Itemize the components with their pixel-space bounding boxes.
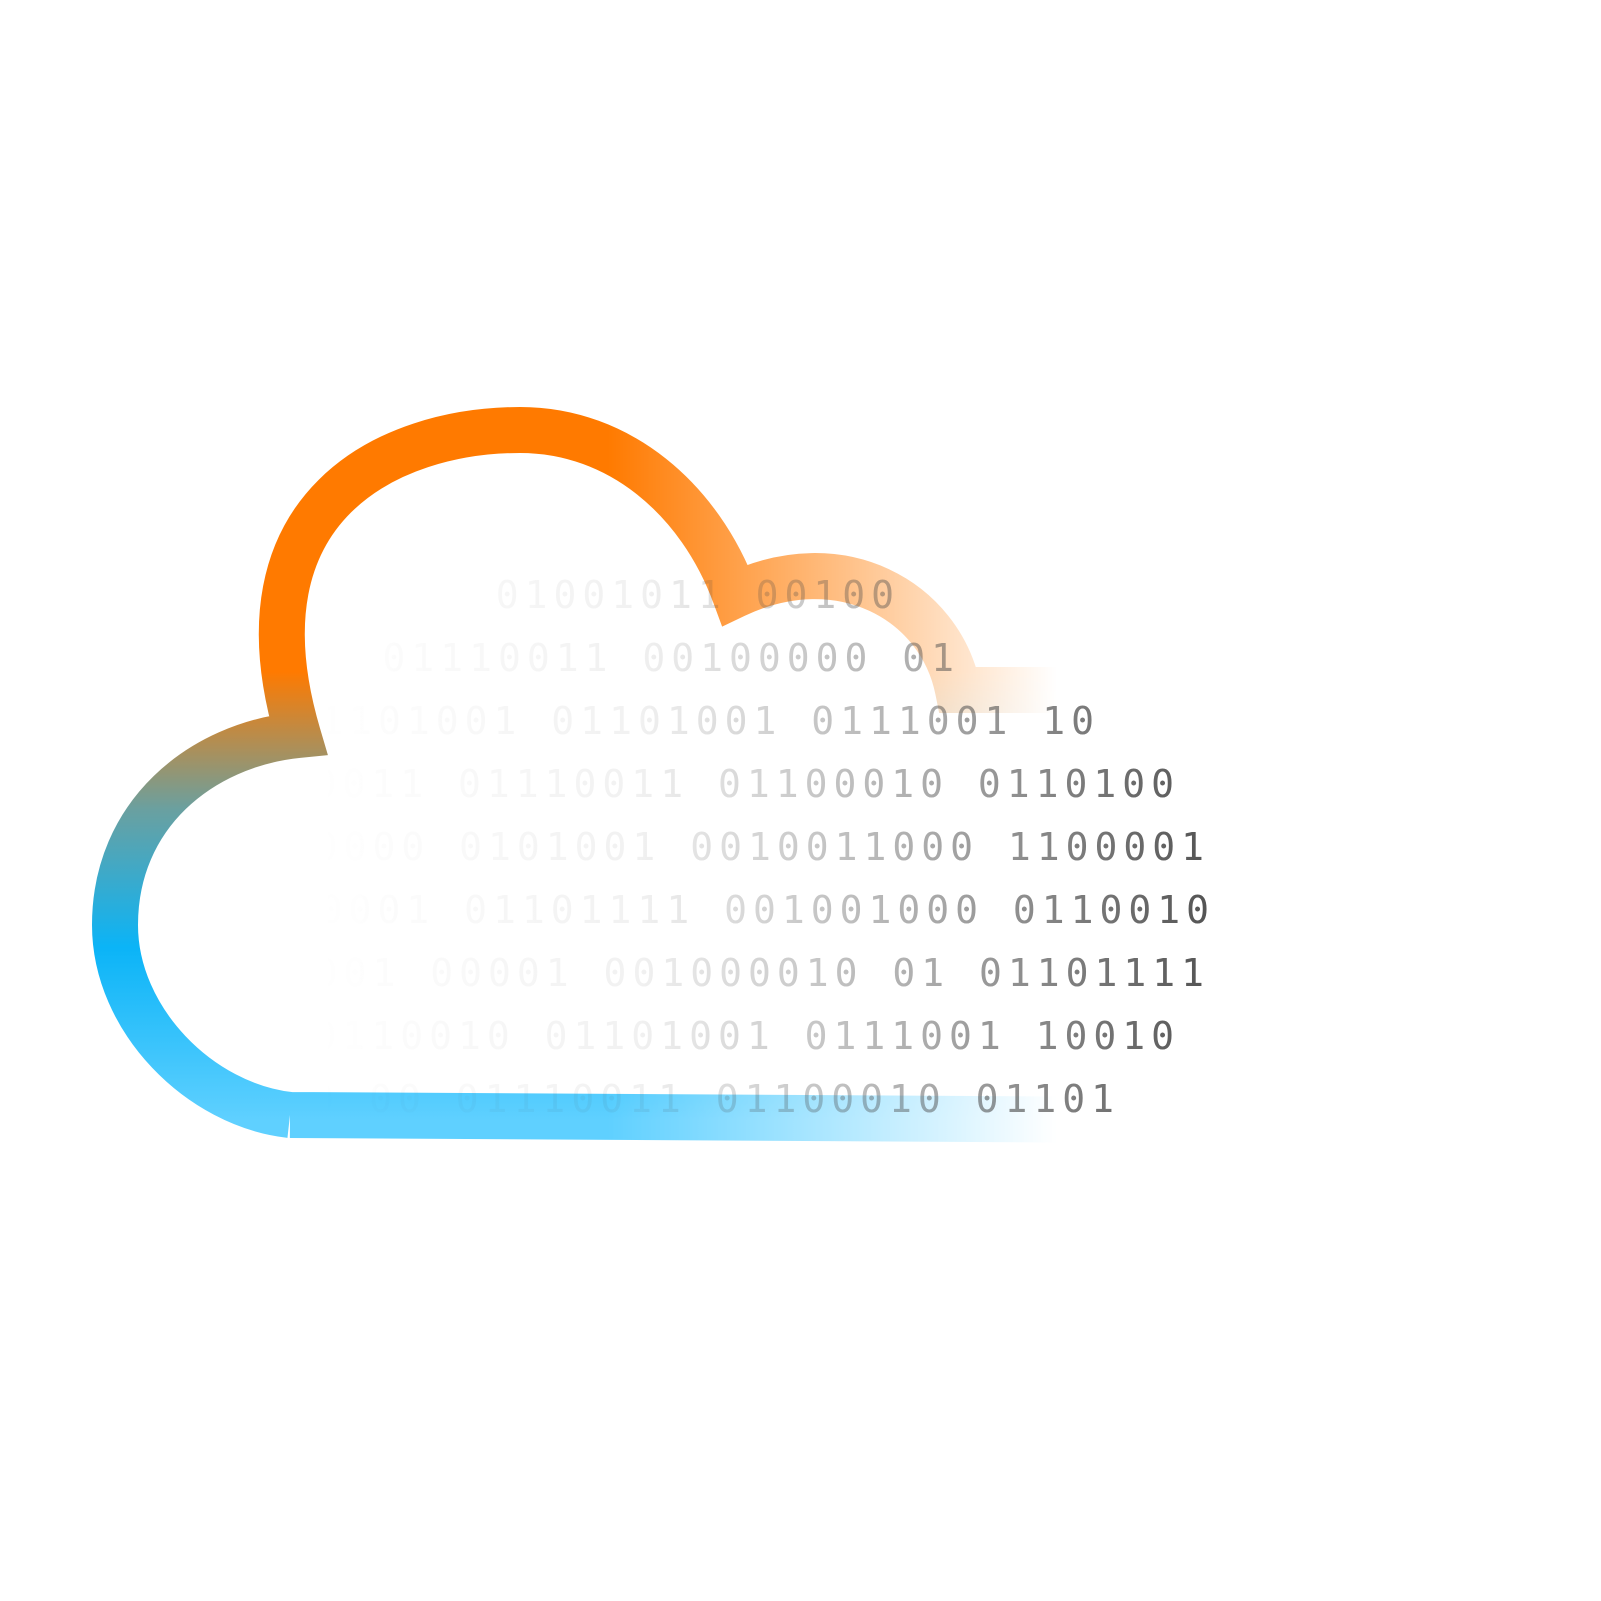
binary-line: 00100001 00001 001000010 01 01101111 [170, 951, 1210, 995]
binary-line: 01100100 00 01110011 01100010 01101 [109, 1077, 1120, 1121]
binary-line: 01100001 01101111 001001000 0110010 [204, 888, 1215, 932]
binary-line: 01110011 00100000 01 [382, 636, 960, 680]
binary-code-block: 01001011 00100 01110011 00100000 01 011010… [54, 573, 1215, 1121]
binary-line: 01110010 0110010 01101001 0111001 10010 [54, 1014, 1180, 1058]
binary-line: 01101001 01101001 0111001 10 [291, 699, 1100, 743]
binary-line: 01110011 01110011 01100010 0110100 [198, 762, 1180, 806]
binary-line: 01001011 00100 [496, 573, 900, 617]
cloud-icon [91, 406, 1141, 1143]
binary-line: 00100000 0101001 0010011000 1100001 [199, 825, 1210, 869]
